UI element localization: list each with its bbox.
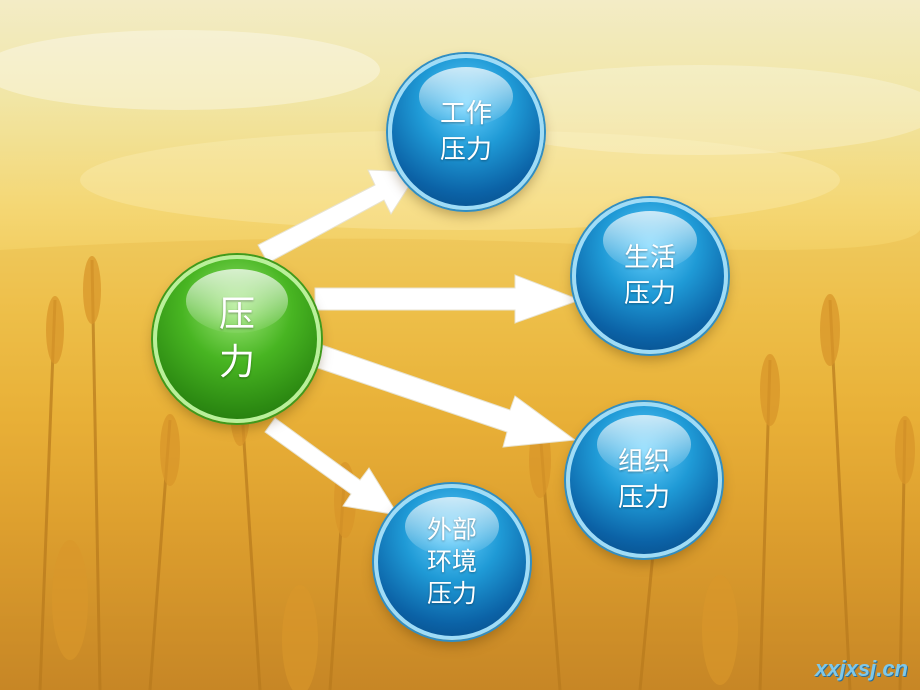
node-environment-pressure: 外部 环境 压力: [374, 484, 530, 640]
node-environment-label: 外部 环境 压力: [426, 515, 477, 608]
center-node-pressure: 压 力: [153, 255, 321, 423]
arrow-to-environment: [264, 417, 400, 516]
node-life-pressure: 生活 压力: [572, 198, 728, 354]
node-organization-label: 组织 压力: [617, 447, 670, 513]
arrow-to-work: [257, 169, 419, 264]
center-node-label: 压 力: [218, 294, 255, 383]
node-work-label: 工作 压力: [439, 99, 492, 165]
watermark-text: xxjxsj.cn: [815, 656, 908, 681]
node-organization-pressure: 组织 压力: [566, 402, 722, 558]
node-work-pressure: 工作 压力: [388, 54, 544, 210]
arrow-to-organization: [314, 344, 577, 448]
arrow-to-life: [314, 274, 582, 324]
node-life-label: 生活 压力: [623, 243, 676, 309]
